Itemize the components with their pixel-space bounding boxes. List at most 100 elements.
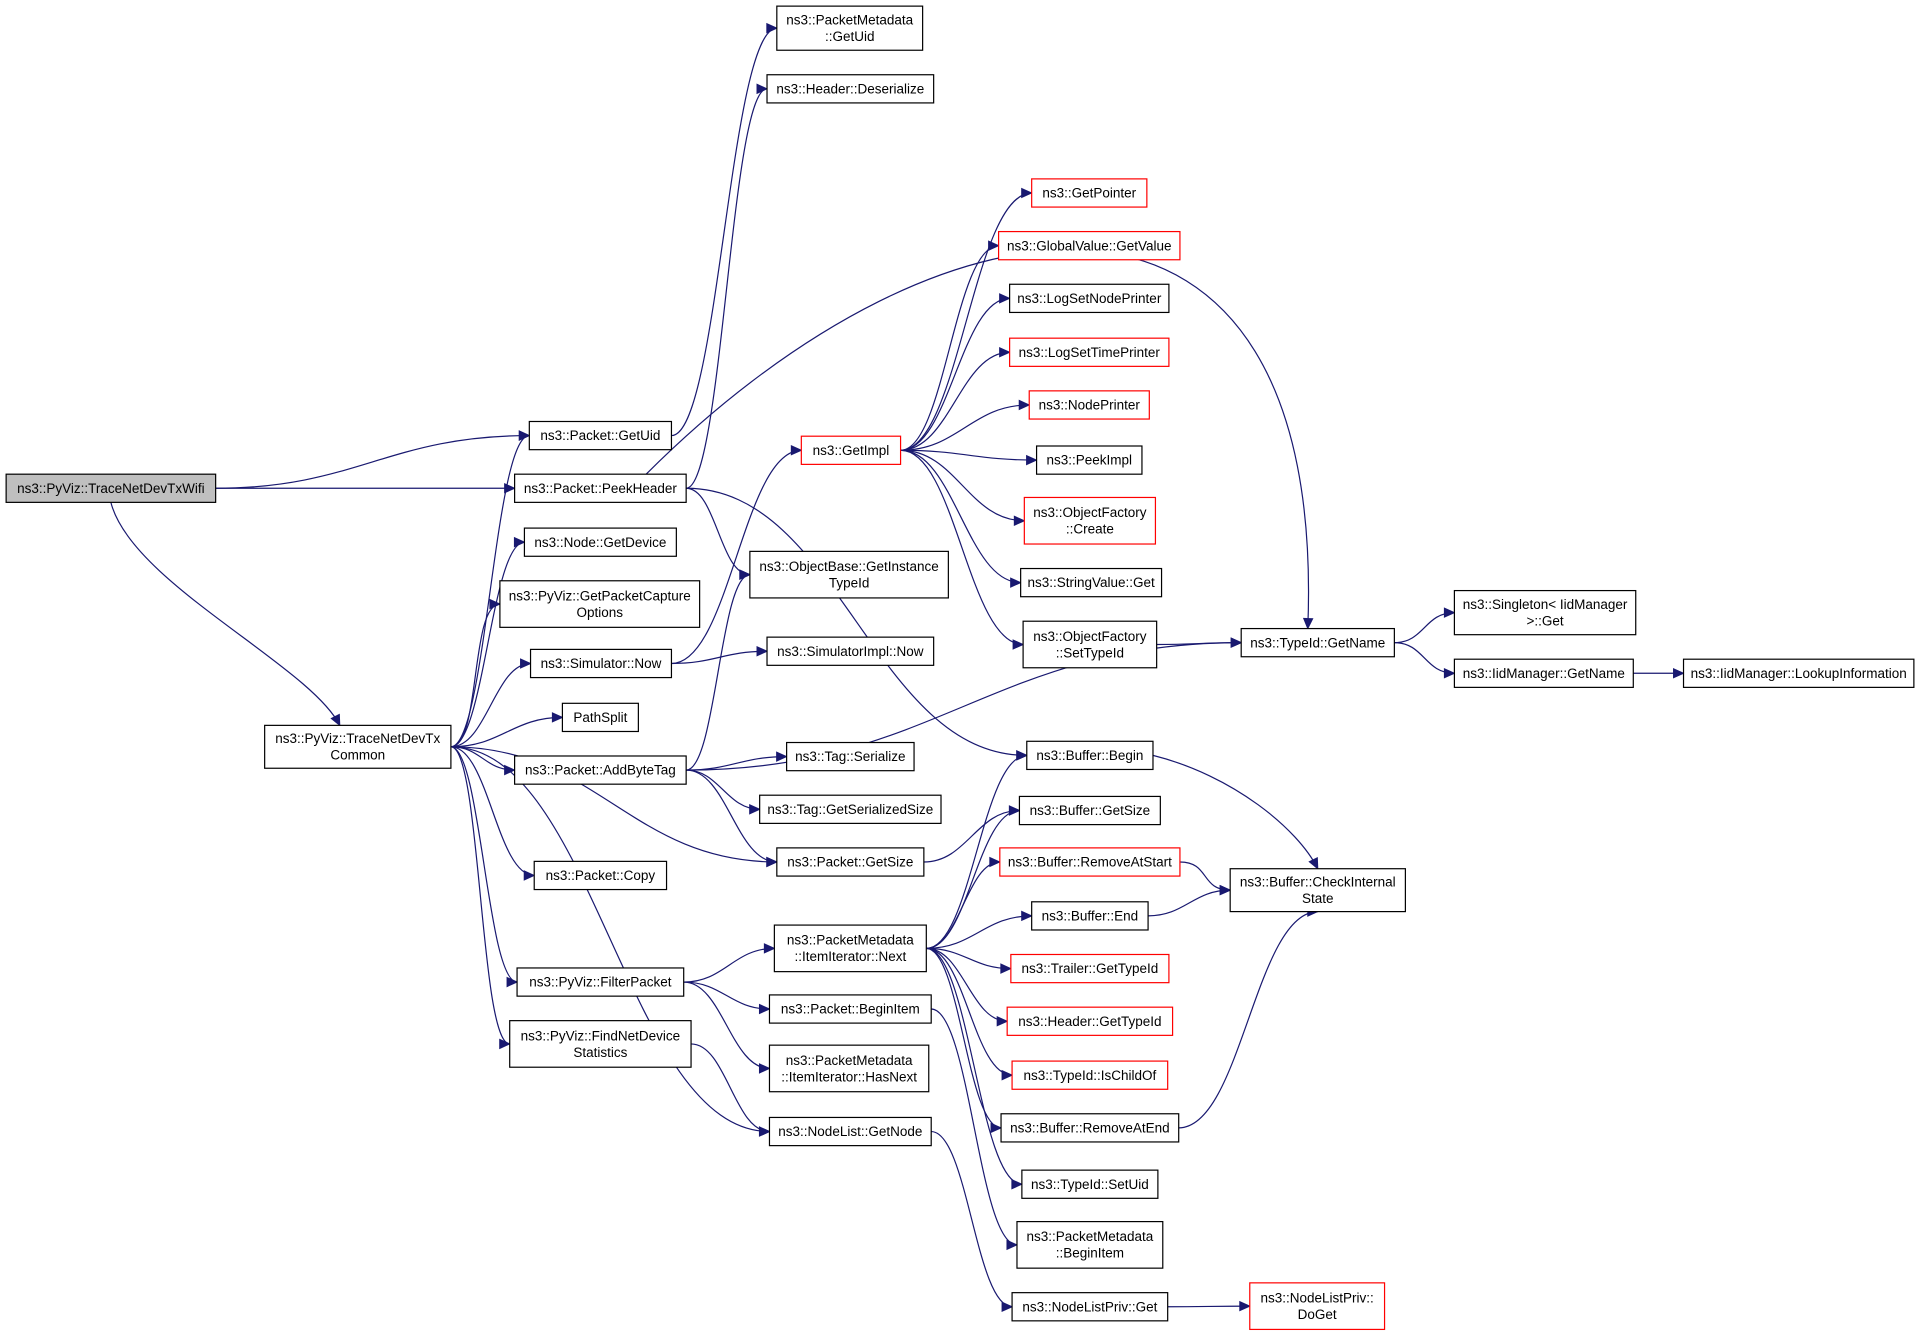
- node-path-split[interactable]: PathSplit: [561, 702, 639, 733]
- edge-arrowhead: [1013, 515, 1026, 527]
- node-box: [1028, 390, 1150, 420]
- edge-line: [1148, 889, 1231, 917]
- node-box: [1453, 589, 1637, 636]
- node-label: ::SetTypeId: [1056, 645, 1124, 660]
- node-iid-manager-get-name[interactable]: ns3::IidManager::GetName: [1453, 658, 1634, 688]
- node-box: [768, 1044, 930, 1093]
- edge-pkt-peek-header-to-buffer-begin: [686, 487, 1028, 761]
- node-global-value-get[interactable]: ns3::GlobalValue::GetValue: [997, 230, 1181, 261]
- edge-line: [450, 603, 501, 748]
- edge-line: [926, 915, 1032, 949]
- node-pkt-copy[interactable]: ns3::Packet::Copy: [533, 860, 668, 891]
- node-box: [749, 550, 949, 599]
- node-item-iter-next[interactable]: ns3::PacketMetadata::ItemIterator::Next: [773, 924, 927, 973]
- node-box: [1249, 1282, 1386, 1331]
- node-log-set-node-printer[interactable]: ns3::LogSetNodePrinter: [1009, 283, 1170, 314]
- node-label: ns3::Tag::Serialize: [795, 749, 905, 764]
- node-sim-now[interactable]: ns3::Simulator::Now: [529, 648, 673, 679]
- edge-line: [900, 245, 999, 451]
- node-label: ns3::ObjectFactory: [1033, 505, 1147, 520]
- node-get-impl[interactable]: ns3::GetImpl: [800, 435, 902, 465]
- node-type-id-set-uid[interactable]: ns3::TypeId::SetUid: [1021, 1169, 1159, 1199]
- edge-arrowhead: [763, 943, 776, 954]
- node-label: Options: [577, 605, 624, 620]
- node-header-deserialize[interactable]: ns3::Header::Deserialize: [766, 74, 935, 104]
- node-node-list-priv-do-get[interactable]: ns3::NodeListPriv::DoGet: [1249, 1282, 1386, 1331]
- node-type-id-is-child-of[interactable]: ns3::TypeId::IsChildOf: [1011, 1060, 1169, 1090]
- edge-arrowhead: [999, 346, 1011, 358]
- node-obj-factory-set-type-id[interactable]: ns3::ObjectFactory::SetTypeId: [1022, 620, 1158, 669]
- edge-arrowhead: [1008, 805, 1021, 816]
- edge-arrowhead: [756, 83, 769, 95]
- node-node-list-get-node[interactable]: ns3::NodeList::GetNode: [768, 1116, 932, 1147]
- edge-item-iter-next-to-trailer-get-type-id: [926, 947, 1013, 974]
- node-node-printer[interactable]: ns3::NodePrinter: [1028, 390, 1150, 420]
- node-label: ns3::Singleton< IidManager: [1463, 597, 1628, 612]
- edge-get-impl-to-obj-factory-set-type-id: [900, 449, 1025, 650]
- node-singleton-get[interactable]: ns3::Singleton< IidManager>::Get: [1453, 589, 1637, 636]
- edge-line: [686, 574, 751, 771]
- node-label: ns3::Packet::PeekHeader: [524, 481, 678, 496]
- node-pkt-begin-item[interactable]: ns3::Packet::BeginItem: [768, 994, 932, 1024]
- edge-line: [450, 662, 531, 748]
- node-node-list-priv-get[interactable]: ns3::NodeListPriv::Get: [1011, 1292, 1169, 1322]
- node-pkt-get-uid[interactable]: ns3::Packet::GetUid: [528, 420, 673, 451]
- node-buffer-remove-at-start[interactable]: ns3::Buffer::RemoveAtStart: [999, 847, 1181, 877]
- node-box: [776, 5, 924, 51]
- edge-arrowhead: [758, 1063, 771, 1074]
- edge-line: [450, 746, 535, 877]
- node-sim-impl-now[interactable]: ns3::SimulatorImpl::Now: [766, 636, 935, 666]
- node-label: ns3::Simulator::Now: [541, 656, 662, 671]
- node-buffer-remove-at-end[interactable]: ns3::Buffer::RemoveAtEnd: [1000, 1113, 1180, 1143]
- edge-arrowhead: [1006, 1239, 1019, 1251]
- node-tag-serialize[interactable]: ns3::Tag::Serialize: [786, 741, 915, 772]
- node-log-set-time-printer[interactable]: ns3::LogSetTimePrinter: [1009, 337, 1170, 367]
- node-box: [533, 860, 668, 891]
- edge-arrowhead: [506, 976, 519, 988]
- edges-layer: [110, 22, 1685, 1313]
- node-buffer-end[interactable]: ns3::Buffer::End: [1031, 901, 1149, 931]
- node-meta-get-uid[interactable]: ns3::PacketMetadata::GetUid: [776, 5, 924, 51]
- edge-arrowhead: [1016, 750, 1028, 761]
- edge-filter-packet-to-item-iter-has-next: [683, 981, 771, 1074]
- edge-get-impl-to-log-set-node-printer: [900, 293, 1011, 451]
- node-type-id-get-name[interactable]: ns3::TypeId::GetName: [1240, 627, 1395, 658]
- node-header-get-type-id[interactable]: ns3::Header::GetTypeId: [1006, 1006, 1174, 1036]
- node-string-value-get[interactable]: ns3::StringValue::Get: [1020, 567, 1163, 598]
- node-box: [999, 847, 1181, 877]
- node-trailer-get-type-id[interactable]: ns3::Trailer::GetTypeId: [1010, 953, 1170, 984]
- node-box: [766, 636, 935, 666]
- edge-line: [450, 434, 530, 748]
- node-node-get-device[interactable]: ns3::Node::GetDevice: [523, 527, 677, 557]
- edge-get-impl-to-string-value-get: [900, 449, 1022, 588]
- node-box: [1229, 868, 1406, 913]
- node-pkt-get-size[interactable]: ns3::Packet::GetSize: [776, 847, 925, 877]
- node-get-pointer[interactable]: ns3::GetPointer: [1031, 178, 1148, 208]
- node-buffer-get-size[interactable]: ns3::Buffer::GetSize: [1018, 795, 1161, 826]
- node-label: ns3::Trailer::GetTypeId: [1021, 961, 1158, 976]
- node-peek-impl[interactable]: ns3::PeekImpl: [1035, 445, 1143, 475]
- edge-line: [686, 769, 760, 810]
- node-box: [1682, 658, 1915, 688]
- node-obj-factory-create[interactable]: ns3::ObjectFactory::Create: [1023, 496, 1157, 545]
- node-label: ns3::PeekImpl: [1046, 453, 1132, 468]
- node-tag-get-ser-size[interactable]: ns3::Tag::GetSerializedSize: [759, 794, 942, 824]
- node-buffer-begin[interactable]: ns3::Buffer::Begin: [1026, 740, 1154, 771]
- edge-arrowhead: [990, 1122, 1003, 1134]
- edge-pkt-peek-header-to-obj-base-get-instance: [686, 487, 752, 580]
- node-filter-packet[interactable]: ns3::PyViz::FilterPacket: [516, 967, 685, 997]
- edge-get-impl-to-get-pointer: [900, 187, 1033, 451]
- node-add-byte-tag[interactable]: ns3::Packet::AddByteTag: [514, 755, 687, 785]
- node-trace-wifi[interactable]: ns3::PyViz::TraceNetDevTxWifi: [5, 473, 217, 503]
- node-iid-lookup-info[interactable]: ns3::IidManager::LookupInformation: [1682, 658, 1915, 688]
- node-meta-begin-item[interactable]: ns3::PacketMetadata::BeginItem: [1016, 1220, 1164, 1269]
- node-pkt-peek-header[interactable]: ns3::Packet::PeekHeader: [514, 473, 687, 503]
- edge-get-impl-to-log-set-time-printer: [900, 346, 1011, 451]
- node-item-iter-has-next[interactable]: ns3::PacketMetadata::ItemIterator::HasNe…: [768, 1044, 930, 1093]
- edge-line: [931, 1130, 1013, 1308]
